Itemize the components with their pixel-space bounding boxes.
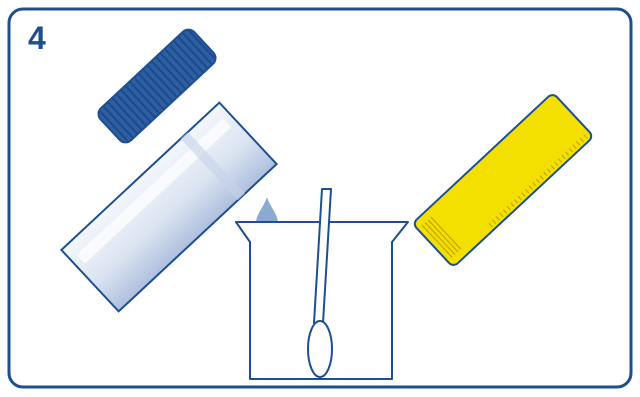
step-number: 4 (28, 20, 46, 56)
